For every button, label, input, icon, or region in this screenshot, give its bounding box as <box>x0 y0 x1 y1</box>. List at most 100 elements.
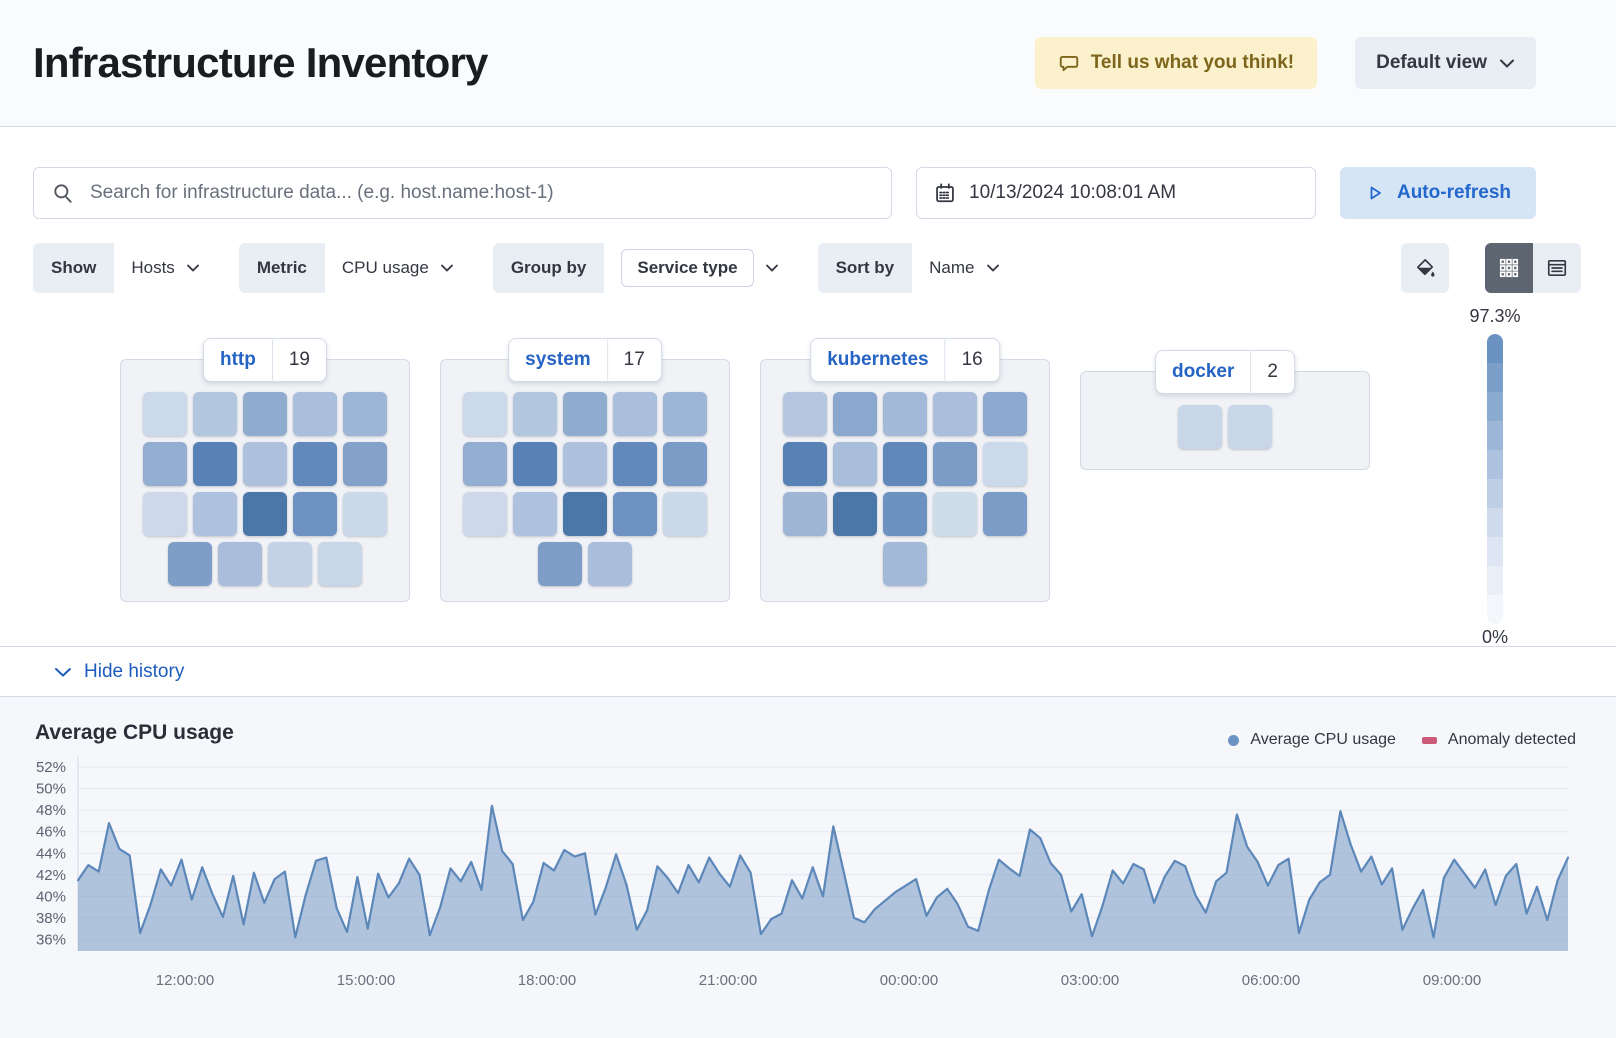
scale-segment <box>1487 508 1503 537</box>
show-dropdown[interactable]: Hosts <box>114 243 217 293</box>
group-name[interactable]: docker <box>1172 361 1235 382</box>
search-input[interactable] <box>88 181 873 205</box>
table-view-button[interactable] <box>1533 243 1581 293</box>
host-tile[interactable] <box>613 392 657 436</box>
host-tile[interactable] <box>613 442 657 486</box>
scale-segment <box>1487 450 1503 479</box>
chart-title: Average CPU usage <box>35 721 234 744</box>
metric-dropdown[interactable]: CPU usage <box>324 243 471 293</box>
host-tile[interactable] <box>833 442 877 486</box>
legend-item-average-cpu[interactable]: Average CPU usage <box>1228 731 1396 749</box>
svg-text:44%: 44% <box>36 845 66 862</box>
host-tile[interactable] <box>563 392 607 436</box>
group-by-value-chip[interactable]: Service type <box>621 249 754 287</box>
host-tile[interactable] <box>193 442 237 486</box>
group-name[interactable]: kubernetes <box>827 349 929 370</box>
host-tile[interactable] <box>343 492 387 536</box>
host-tile[interactable] <box>613 492 657 536</box>
default-view-dropdown[interactable]: Default view <box>1355 37 1536 89</box>
host-tile[interactable] <box>293 442 337 486</box>
host-tile[interactable] <box>243 492 287 536</box>
legend-anomaly-swatch-icon <box>1421 736 1437 744</box>
host-tile[interactable] <box>663 442 707 486</box>
host-tile[interactable] <box>663 492 707 536</box>
host-tile[interactable] <box>343 392 387 436</box>
host-tile[interactable] <box>143 442 187 486</box>
chevron-down-icon <box>1500 59 1514 68</box>
hide-history-toggle[interactable]: Hide history <box>48 660 190 684</box>
group-badge[interactable]: system 17 <box>508 338 662 382</box>
svg-text:52%: 52% <box>36 759 66 776</box>
host-tile[interactable] <box>538 542 582 586</box>
host-tile[interactable] <box>933 442 977 486</box>
group-name[interactable]: http <box>219 349 256 370</box>
speech-bubble-icon <box>1059 56 1078 72</box>
host-tile[interactable] <box>463 392 507 436</box>
group-badge[interactable]: docker 2 <box>1155 350 1295 394</box>
host-tile[interactable] <box>463 492 507 536</box>
auto-refresh-button[interactable]: Auto-refresh <box>1340 167 1536 219</box>
host-tile[interactable] <box>318 542 362 586</box>
scale-segment <box>1487 334 1503 363</box>
host-tile[interactable] <box>268 542 312 586</box>
chevron-down-icon <box>186 264 199 272</box>
host-tile[interactable] <box>933 392 977 436</box>
host-tile[interactable] <box>783 392 827 436</box>
host-tile[interactable] <box>513 442 557 486</box>
host-tile[interactable] <box>463 442 507 486</box>
host-tile[interactable] <box>983 442 1027 486</box>
host-tile[interactable] <box>663 392 707 436</box>
group-count: 2 <box>1267 361 1278 382</box>
host-tile[interactable] <box>883 442 927 486</box>
host-tile[interactable] <box>243 392 287 436</box>
host-tile[interactable] <box>833 492 877 536</box>
host-tile[interactable] <box>343 442 387 486</box>
feedback-button[interactable]: Tell us what you think! <box>1034 37 1318 89</box>
badge-divider <box>606 338 608 382</box>
host-tile[interactable] <box>513 392 557 436</box>
date-time-value: 10/13/2024 10:08:01 AM <box>969 182 1177 203</box>
host-tile[interactable] <box>563 492 607 536</box>
host-tile[interactable] <box>168 542 212 586</box>
host-tile[interactable] <box>513 492 557 536</box>
view-options <box>1401 243 1581 293</box>
chart-header: Average CPU usage Average CPU usage Anom… <box>0 697 1616 749</box>
feedback-label: Tell us what you think! <box>1090 52 1295 73</box>
host-tile[interactable] <box>783 442 827 486</box>
host-tile[interactable] <box>933 492 977 536</box>
legend-options-button[interactable] <box>1401 243 1449 293</box>
date-time-picker[interactable]: 10/13/2024 10:08:01 AM <box>916 167 1316 219</box>
host-tile[interactable] <box>218 542 262 586</box>
group-name[interactable]: system <box>525 349 591 370</box>
host-tile[interactable] <box>833 392 877 436</box>
waffle-view-button[interactable] <box>1485 243 1533 293</box>
host-tile[interactable] <box>1178 405 1222 449</box>
host-tile[interactable] <box>883 392 927 436</box>
group-by-dropdown[interactable]: Service type <box>604 243 796 293</box>
host-tile[interactable] <box>783 492 827 536</box>
host-tile[interactable] <box>143 492 187 536</box>
host-tile[interactable] <box>143 392 187 436</box>
host-tile[interactable] <box>563 442 607 486</box>
host-tile[interactable] <box>293 492 337 536</box>
host-tile[interactable] <box>1228 405 1272 449</box>
host-tile[interactable] <box>983 392 1027 436</box>
host-tile[interactable] <box>193 492 237 536</box>
chevron-down-icon <box>986 264 999 272</box>
legend-item-anomaly[interactable]: Anomaly detected <box>1421 731 1576 749</box>
search-box[interactable] <box>33 167 892 219</box>
host-tile[interactable] <box>293 392 337 436</box>
host-tile[interactable] <box>588 542 632 586</box>
group-count: 17 <box>623 349 645 370</box>
waffle-group-docker: docker 2 <box>1080 350 1370 470</box>
host-tile[interactable] <box>983 492 1027 536</box>
host-tile[interactable] <box>193 392 237 436</box>
host-tile[interactable] <box>883 542 927 586</box>
metric-label: Metric <box>238 243 325 293</box>
sort-by-dropdown[interactable]: Name <box>912 243 1017 293</box>
host-tile[interactable] <box>243 442 287 486</box>
host-tile[interactable] <box>883 492 927 536</box>
legend-label-average-cpu: Average CPU usage <box>1250 731 1396 748</box>
